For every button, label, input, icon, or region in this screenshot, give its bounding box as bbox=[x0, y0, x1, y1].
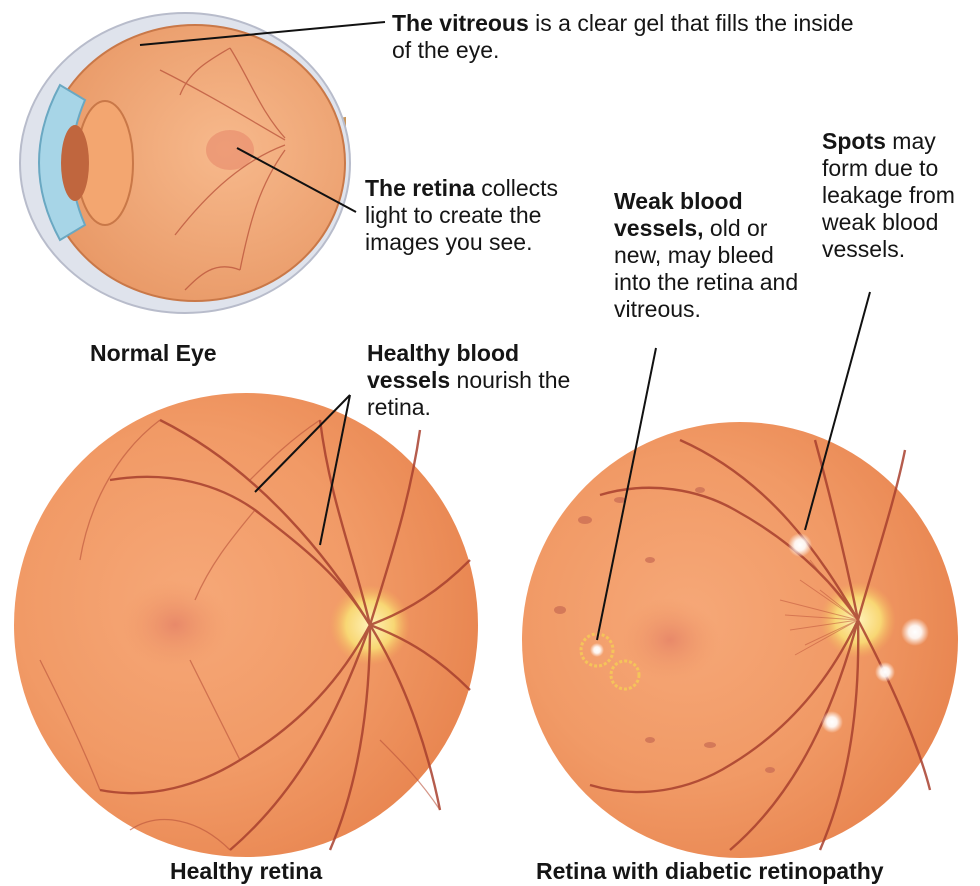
weak-vessels-callout: Weak blood vessels, old or new, may blee… bbox=[614, 188, 814, 323]
caption-healthy-retina: Healthy retina bbox=[170, 858, 322, 885]
diabetic-retina-illustration bbox=[522, 422, 958, 858]
caption-normal-eye: Normal Eye bbox=[90, 340, 217, 367]
normal-eye-illustration bbox=[20, 13, 350, 313]
macula-diabetic bbox=[620, 598, 720, 682]
iris bbox=[61, 125, 89, 201]
retina-callout: The retina collects light to create the … bbox=[365, 175, 597, 256]
macula bbox=[120, 580, 230, 670]
healthy-retina-illustration bbox=[14, 393, 478, 857]
spots-callout-bold: Spots bbox=[822, 128, 886, 154]
healthy-vessels-callout: Healthy blood vessels nourish the retina… bbox=[367, 340, 572, 421]
vitreous-callout: The vitreous is a clear gel that fills t… bbox=[392, 10, 862, 64]
vitreous-callout-bold: The vitreous bbox=[392, 10, 529, 36]
retina-callout-bold: The retina bbox=[365, 175, 475, 201]
caption-diabetic-retina: Retina with diabetic retinopathy bbox=[536, 858, 884, 885]
spots-callout: Spots may form due to leakage from weak … bbox=[822, 128, 977, 263]
